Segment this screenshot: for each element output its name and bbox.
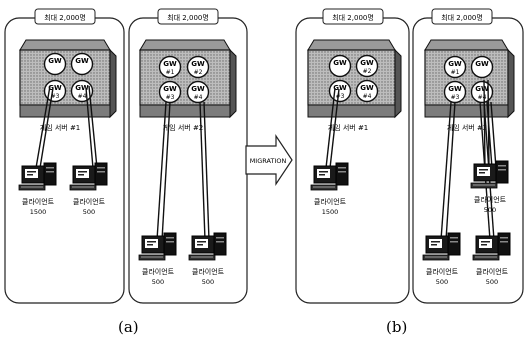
svg-text:GW: GW <box>448 60 462 68</box>
panel-b-server2-client-3: 클라이언트 500 <box>473 233 510 286</box>
panel-b-server2-client-2: 클라이언트 500 <box>423 233 460 286</box>
panel-a-server2-gw-3: GW #3 <box>160 82 181 103</box>
svg-text:GW: GW <box>333 59 347 67</box>
panel-b-server2-chassis <box>425 40 514 117</box>
client-label: 클라이언트 <box>22 197 55 206</box>
svg-text:GW: GW <box>448 85 462 93</box>
svg-text:GW: GW <box>75 84 89 92</box>
panel-a-link-5 <box>157 102 166 240</box>
panel-a-link-6 <box>162 102 170 240</box>
panel-b-server1-gw-3: GW #3 <box>330 81 351 102</box>
panel-b-server1-chassis <box>308 40 401 117</box>
panel-a-server1-client-1: 클라이언트 1500 <box>19 163 56 216</box>
client-label: 클라이언트 <box>73 197 106 206</box>
panel-a-server1-cap-label: 최대 2,000명 <box>44 13 86 22</box>
svg-text:GW: GW <box>163 85 177 93</box>
client-count: 1500 <box>322 208 339 216</box>
svg-text:GW: GW <box>163 60 177 68</box>
client-count: 500 <box>436 278 448 286</box>
panel-b-server1-gw-4: GW #4 <box>357 81 378 102</box>
panel-b-server2-gw-3: GW #3 <box>445 82 466 103</box>
panel-a-server2-region: 최대 2,000명 GW #1 GW #2 GW #3 GW #4 게임 서버 … <box>129 9 247 303</box>
svg-text:#4: #4 <box>363 93 372 100</box>
panel-a-server2-chassis <box>140 40 236 117</box>
svg-text:GW: GW <box>75 57 89 65</box>
svg-text:#4: #4 <box>478 94 487 101</box>
svg-text:GW: GW <box>360 59 374 67</box>
panel-b-server1-gw-1: GW <box>330 56 351 77</box>
panel-b-caption: (b) <box>386 318 407 336</box>
client-count: 500 <box>83 208 95 216</box>
client-label: 클라이언트 <box>476 267 509 276</box>
svg-text:#3: #3 <box>166 94 175 101</box>
svg-text:#1: #1 <box>451 69 460 76</box>
svg-text:#3: #3 <box>336 93 345 100</box>
svg-text:#2: #2 <box>363 68 372 75</box>
panel-a-server1-region: 최대 2,000명 GW GW GW #3 GW #4 게임 서버 <box>5 9 124 303</box>
client-label: 클라이언트 <box>142 267 175 276</box>
panel-a-server2-gw-2: GW #2 <box>188 57 209 78</box>
client-label: 클라이언트 <box>192 267 225 276</box>
panel-a-server1-gw-1: GW <box>45 54 66 75</box>
panel-b-server2-region: 최대 2,000명 GW #1 GW GW #3 GW #4 게임 서버 #2 <box>413 9 523 303</box>
svg-text:#4: #4 <box>194 94 203 101</box>
panel-b-link-8 <box>446 102 455 240</box>
migration-arrow: MIGRATION <box>246 136 292 184</box>
client-count: 500 <box>202 278 214 286</box>
panel-b-server2-gw-2: GW <box>472 57 493 78</box>
panel-a-server2-client-1: 클라이언트 500 <box>139 233 176 286</box>
client-count: 1500 <box>30 208 47 216</box>
client-count: 500 <box>486 278 498 286</box>
svg-text:#1: #1 <box>166 69 175 76</box>
client-label: 클라이언트 <box>314 197 347 206</box>
client-count: 500 <box>152 278 164 286</box>
client-label: 클라이언트 <box>426 267 459 276</box>
panel-a-server2-gw-1: GW #1 <box>160 57 181 78</box>
svg-text:GW: GW <box>48 57 62 65</box>
panel-a-server1-gw-2: GW <box>72 54 93 75</box>
panel-b-server1-region: 최대 2,000명 GW GW #2 GW #3 GW #4 게임 서버 #1 <box>296 9 409 303</box>
client-label: 클라이언트 <box>474 195 507 204</box>
svg-text:#3: #3 <box>451 94 460 101</box>
client-count: 500 <box>484 206 496 214</box>
svg-text:GW: GW <box>475 85 489 93</box>
panel-a-server2-cap-label: 최대 2,000명 <box>167 13 209 22</box>
panel-b-server2-gw-1: GW #1 <box>445 57 466 78</box>
panel-a-server2-gw-4: GW #4 <box>188 82 209 103</box>
panel-b-server1-gw-2: GW #2 <box>357 56 378 77</box>
panel-b-server2-cap-label: 최대 2,000명 <box>441 13 483 22</box>
panel-b-server2-client-1: 클라이언트 500 <box>471 161 508 214</box>
panel-a-server1-client-2: 클라이언트 500 <box>70 163 107 216</box>
panel-a-server1-chassis <box>20 40 116 117</box>
panel-a-server2-client-2: 클라이언트 500 <box>189 233 226 286</box>
svg-text:GW: GW <box>191 85 205 93</box>
svg-text:GW: GW <box>360 84 374 92</box>
panel-b-server1-cap-label: 최대 2,000명 <box>332 13 374 22</box>
svg-text:#2: #2 <box>194 69 203 76</box>
svg-text:GW: GW <box>191 60 205 68</box>
migration-label: MIGRATION <box>250 157 287 165</box>
svg-text:#4: #4 <box>78 93 87 100</box>
svg-text:GW: GW <box>475 60 489 68</box>
panel-b-server2-gw-4: GW #4 <box>472 82 493 103</box>
panel-b-link-7 <box>441 102 451 240</box>
panel-a-caption: (a) <box>118 318 139 336</box>
panel-b-server1-client-1: 클라이언트 1500 <box>311 163 348 216</box>
